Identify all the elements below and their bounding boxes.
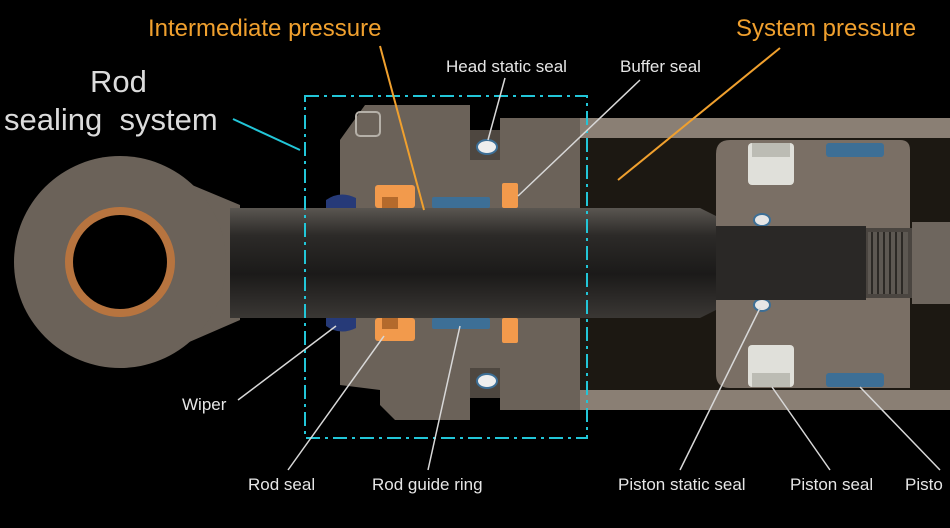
wiper-label: Wiper: [182, 395, 227, 414]
buffer-seal-label: Buffer seal: [620, 57, 701, 76]
wiper-top: [326, 194, 356, 208]
head-static-seal-leader: [487, 77, 506, 141]
rod-reduced-section: [716, 226, 866, 300]
piston-guide-ring-bottom: [826, 373, 884, 387]
rod-eye-bore: [73, 215, 167, 309]
piston-static-oring-top: [753, 213, 771, 227]
piston-guide-ring-top: [826, 143, 884, 157]
gland-screw: [355, 111, 381, 137]
piston-static-seal-label: Piston static seal: [618, 475, 746, 494]
piston-seal-label: Piston seal: [790, 475, 873, 494]
piston-partial-label: Pisto: [905, 475, 943, 494]
head-static-seal-label: Head static seal: [446, 57, 567, 76]
lock-nut: [912, 222, 950, 304]
system-pressure-leader: [617, 47, 781, 181]
intermediate-pressure-leader: [379, 45, 425, 211]
rod-sealing-system-label-line1: Rod: [90, 64, 147, 99]
intermediate-pressure-label: Intermediate pressure: [148, 15, 381, 42]
cylinder-tube-bottom-wall: [500, 390, 950, 410]
rod-sealing-system-frame: [304, 95, 588, 439]
leader-lines: [237, 77, 941, 471]
rod-guide-ring-leader: [427, 325, 461, 471]
piston-partial-leader: [859, 386, 941, 471]
rod-guide-ring-label: Rod guide ring: [372, 475, 483, 494]
rod-seal-label: Rod seal: [248, 475, 315, 494]
system-pressure-label: System pressure: [736, 15, 916, 42]
rod-guide-ring-top: [432, 197, 490, 208]
rod-sealing-system-leader: [232, 118, 301, 151]
head-static-oring-bottom: [476, 373, 498, 389]
cylinder-tube-top-wall: [500, 118, 950, 138]
piston-rod: [230, 208, 716, 318]
piston-seal-top: [752, 143, 790, 157]
piston-static-oring-bottom: [753, 298, 771, 312]
rod-seal-bottom-lip: [382, 318, 398, 329]
head-static-oring-top: [476, 139, 498, 155]
wiper-leader: [237, 325, 337, 401]
rod-seal-top-lip: [382, 197, 398, 208]
piston-seal-bottom: [752, 373, 790, 387]
rod-guide-ring-bottom: [432, 318, 490, 329]
buffer-seal-leader: [517, 79, 641, 197]
piston-seal-leader: [771, 386, 831, 471]
piston-static-seal-leader: [679, 307, 761, 471]
buffer-seal-top: [502, 183, 518, 208]
rod-seal-leader: [287, 335, 385, 471]
buffer-seal-bottom: [502, 318, 518, 343]
thread-lines: [871, 232, 903, 294]
rod-sealing-system-label-line2: sealing system: [4, 102, 218, 137]
